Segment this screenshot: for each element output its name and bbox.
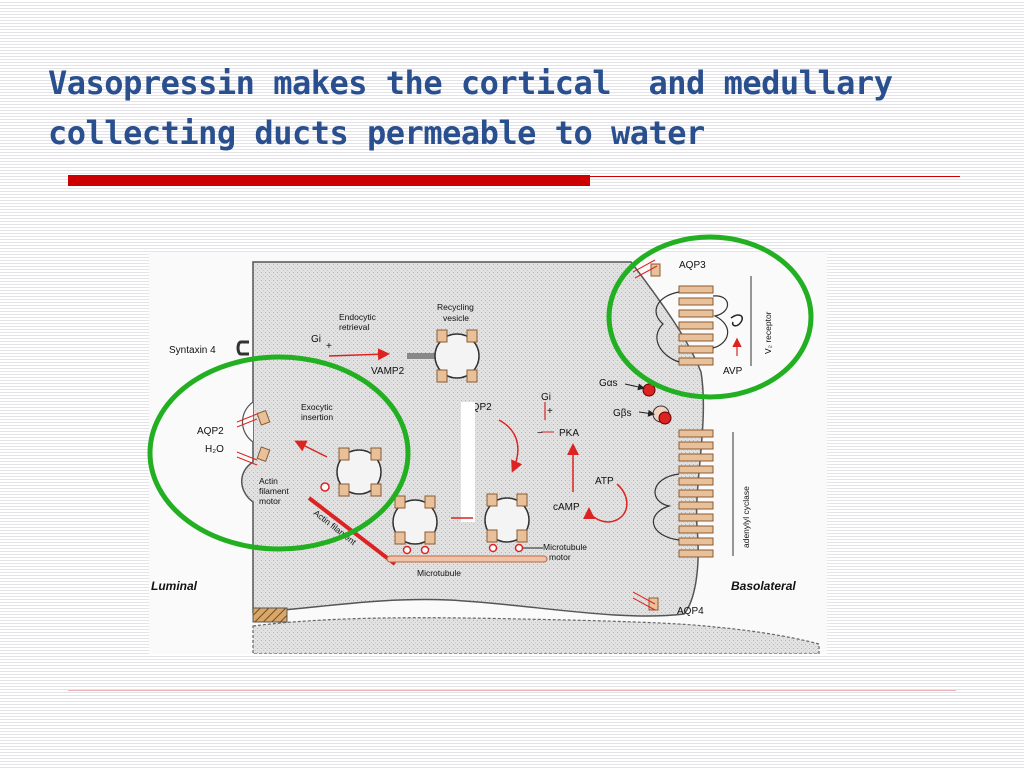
avp-label: AVP <box>723 366 743 377</box>
actin-motor-dot <box>320 482 330 492</box>
aqp3-label: AQP3 <box>679 260 706 271</box>
exocytic-label-2: insertion <box>301 412 333 422</box>
basolateral-label: Basolateral <box>731 579 796 593</box>
syntaxin-label: Syntaxin 4 <box>169 345 216 356</box>
microtubule-motor-label-2: motor <box>549 552 571 562</box>
g-protein-complex <box>642 383 672 425</box>
microtubule-label: Microtubule <box>417 568 461 578</box>
syntaxin-symbol <box>236 340 249 356</box>
title-line-1: Vasopressin makes the cortical and medul… <box>48 64 893 102</box>
highlight-circle-luminal <box>147 354 411 552</box>
h2o-label: H₂O <box>205 444 224 455</box>
exocytic-label-1: Exocytic <box>301 402 333 412</box>
endocytic-label-2: retrieval <box>339 322 369 332</box>
recycling-vesicle <box>434 329 480 383</box>
title-line-2: collecting ducts permeable to water <box>48 114 705 152</box>
microtubule-vesicle-right <box>484 493 530 543</box>
vasopressin-diagram: Syntaxin 4 AQP2 H₂O Endocytic retrieval … <box>149 252 827 654</box>
microtubule-bar <box>386 555 548 563</box>
slide-title: Vasopressin makes the cortical and medul… <box>48 58 978 158</box>
plus-mid: + <box>547 406 553 417</box>
exocytic-vesicle <box>336 447 382 497</box>
microtubule-motors <box>402 543 524 555</box>
aqp2-luminal-channels <box>256 410 271 462</box>
luminal-label: Luminal <box>151 579 198 593</box>
recycling-label-1: Recycling <box>437 302 474 312</box>
pka-label: PKA <box>559 428 579 439</box>
actin-motor-label-2: filament <box>259 486 289 496</box>
adenylyl-cyclase-helices <box>652 429 714 558</box>
vamp2-label: VAMP2 <box>371 366 405 377</box>
vesicle-transport-arrow <box>498 419 523 473</box>
gi-top-label: Gi <box>311 334 321 345</box>
microtubule-vesicle-left <box>392 495 438 545</box>
atp-label: ATP <box>595 476 614 487</box>
aqp2-mid-label: AQP2 <box>465 402 492 413</box>
v2-receptor-label: V₂ receptor <box>763 311 773 354</box>
gs-beta-label: Gβs <box>613 408 632 419</box>
gi-mid-label: Gi <box>541 392 551 403</box>
footer-rule <box>68 690 956 691</box>
endocytic-label-1: Endocytic <box>339 312 377 322</box>
vamp2-bar <box>407 353 435 359</box>
luminal-notch <box>241 401 254 443</box>
aqp4-channel <box>632 591 659 611</box>
aqp4-label: AQP4 <box>677 606 704 617</box>
microtubule-motor-label-1: Microtubule <box>543 542 587 552</box>
minus-mid: − <box>537 428 543 439</box>
adenylyl-cyclase-label: adenylyl cyclase <box>741 486 751 548</box>
neighbour-cell <box>252 617 820 654</box>
gs-alpha-pointer <box>624 383 645 391</box>
v2-receptor-helices <box>655 285 729 366</box>
plus-top: + <box>326 341 332 352</box>
title-underline-red <box>68 175 590 186</box>
avp-ligand <box>730 314 743 327</box>
gs-beta-pointer <box>638 409 655 417</box>
title-underline-thin <box>590 176 960 177</box>
camp-label: cAMP <box>553 502 580 513</box>
tight-junction <box>252 607 288 623</box>
atp-to-camp-arrow <box>583 483 628 523</box>
endocytic-arrow <box>328 348 390 361</box>
intracellular-channel <box>461 402 475 522</box>
actin-motor-label-1: Actin <box>259 476 278 486</box>
aqp3-channel <box>632 259 661 279</box>
recycling-label-2: vesicle <box>443 313 469 323</box>
actin-motor-label-3: motor <box>259 496 281 506</box>
water-arrows <box>236 413 258 466</box>
highlight-circle-basolateral <box>606 234 814 400</box>
gs-alpha-label: Gαs <box>599 378 618 389</box>
aqp2-left-label: AQP2 <box>197 426 224 437</box>
exocytic-arrow <box>294 440 328 458</box>
